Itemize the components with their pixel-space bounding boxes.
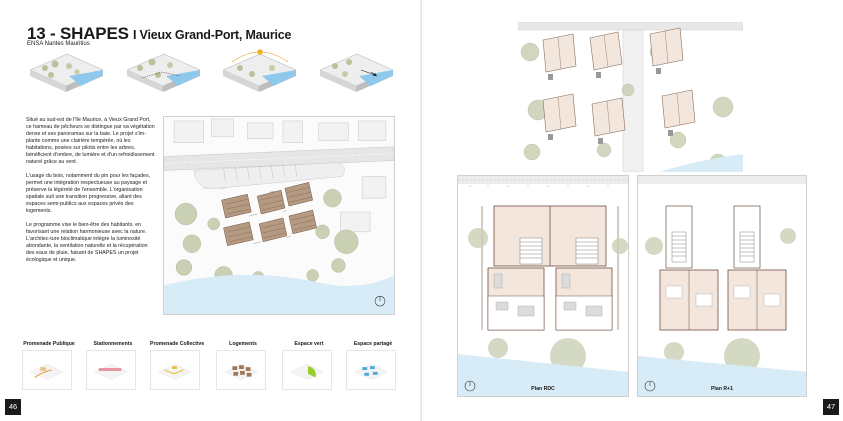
project-description: Situé au sud-est de l'île Maurice, à Vie…: [26, 117, 156, 271]
legend-item-espace-vert: Espace vert: [282, 341, 336, 395]
legend-item-logements: Logements: [216, 341, 270, 395]
plan-ground-floor: Plan RDC: [457, 175, 629, 397]
page-title: 13 - SHAPES I Vieux Grand-Port, Maurice: [27, 24, 291, 44]
plan-r1-caption: Plan R+1: [710, 386, 734, 392]
legend-item-promenade-publique: Promenade Publique: [22, 341, 76, 395]
legend-item-espace-partage: Espace partagé: [346, 341, 400, 395]
description-paragraph-3: Le programme vise le bien-être des habit…: [26, 222, 148, 263]
isometric-diagram-3: [222, 49, 297, 92]
isometric-diagram-2: [126, 53, 201, 92]
school-subtitle: ENSA Nantes Mauritius: [27, 41, 90, 47]
isometric-diagram-row: [29, 49, 394, 92]
page-number-right: 47: [823, 399, 839, 415]
left-page: 13 - SHAPES I Vieux Grand-Port, Maurice …: [0, 0, 421, 421]
project-location: I Vieux Grand-Port, Maurice: [132, 28, 292, 42]
program-legend: Promenade Publique Stationnements Promen…: [22, 341, 398, 401]
description-paragraph-2: L'usage du bois, notamment du pin pour l…: [26, 173, 151, 214]
cluster-roof-plan: [518, 22, 743, 172]
isometric-diagram-4: [319, 53, 394, 92]
book-gutter: [420, 0, 423, 421]
legend-item-promenade-collective: Promenade Collective: [150, 341, 204, 395]
site-plan: [163, 116, 395, 315]
plan-rdc-caption: Plan RDC: [531, 386, 555, 392]
page-number-left: 46: [5, 399, 21, 415]
description-paragraph-1: Situé au sud-est de l'île Maurice, à Vie…: [26, 117, 155, 165]
plan-first-floor: Plan R+1: [637, 175, 807, 397]
housing-cluster: [221, 182, 317, 246]
project-number-title: 13 - SHAPES: [27, 24, 129, 43]
isometric-diagram-1: [29, 53, 104, 92]
sun-icon: [257, 49, 263, 55]
housing-units: [542, 27, 696, 137]
legend-item-stationnements: Stationnements: [86, 341, 140, 395]
